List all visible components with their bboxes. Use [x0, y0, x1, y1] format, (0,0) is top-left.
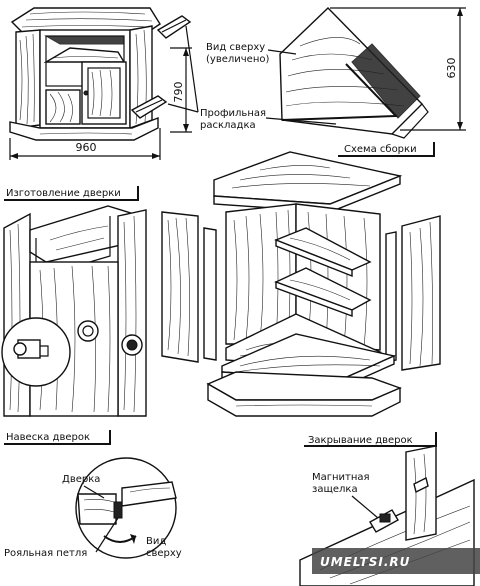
profile-leader-2 — [185, 25, 199, 113]
assembled-cabinet — [9, 7, 192, 141]
top-view2-sublabel: сверху — [146, 548, 182, 559]
door-hanging-underline — [4, 430, 111, 445]
door-closing-title: Закрывание дверок — [308, 435, 413, 446]
watermark-text: UMELTSI.RU — [320, 555, 410, 569]
top-view2-label: Вид — [146, 536, 166, 547]
door-hanging-drawing — [75, 457, 177, 559]
magnetic-label: Магнитная — [312, 472, 370, 483]
magnetic-sublabel: защелка — [312, 484, 358, 495]
dim-790-label: 790 — [172, 82, 185, 103]
dim-960-label: 960 — [76, 141, 97, 154]
top-view-label: Вид сверху — [206, 42, 265, 53]
assembly-exploded-view — [161, 151, 441, 417]
magnetic-leader — [351, 495, 379, 519]
profile-leader-1 — [167, 103, 199, 113]
door-label: Дверка — [62, 474, 100, 485]
piano-hinge-leader — [95, 517, 119, 553]
dimension-790: 790 — [170, 47, 192, 133]
top-view-drawing — [279, 7, 429, 139]
dimension-960: 960 — [9, 128, 161, 160]
door-leader — [83, 485, 105, 499]
door-making-drawing — [1, 205, 147, 417]
top-view-sublabel: (увеличено) — [206, 54, 269, 65]
profile-label: Профильная — [200, 108, 266, 119]
door-making-title: Изготовление дверки — [6, 188, 121, 199]
assembly-title: Схема сборки — [344, 144, 417, 155]
profile-leader-3 — [265, 117, 337, 125]
top-view-leader — [267, 49, 297, 55]
profile-sublabel: раскладка — [200, 120, 256, 131]
piano-hinge-label: Рояльная петля — [4, 548, 87, 559]
dim-630-label: 630 — [445, 58, 458, 79]
watermark-bg — [312, 548, 480, 574]
door-hanging-title: Навеска дверок — [6, 432, 90, 443]
door-making-underline — [4, 186, 139, 201]
dimension-630: 630 — [330, 7, 466, 131]
